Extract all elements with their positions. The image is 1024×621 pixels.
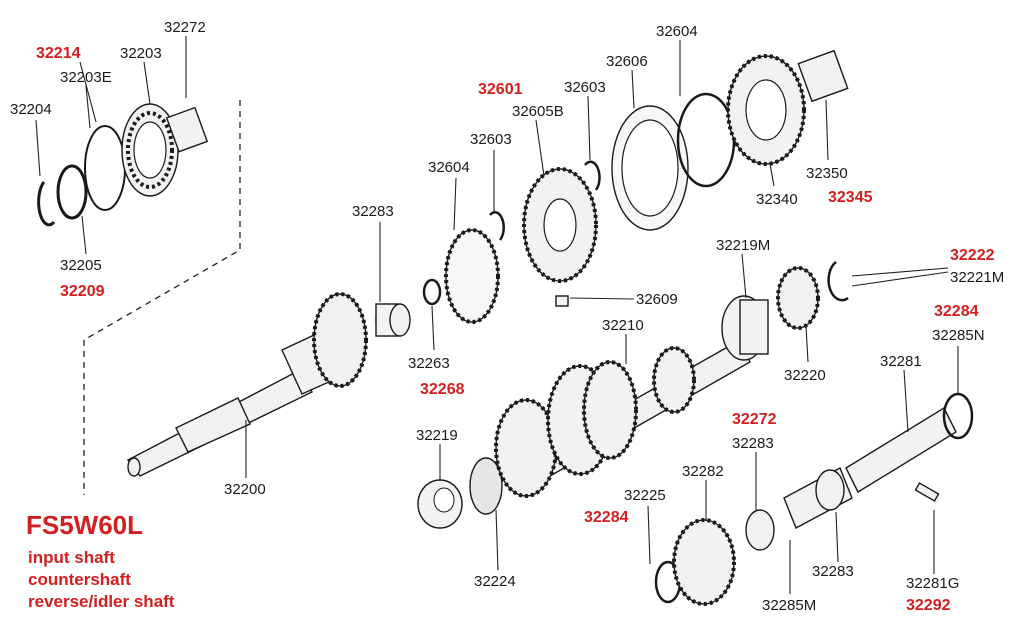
label-32281G: 32281G	[906, 575, 959, 592]
bearing-bore	[133, 121, 167, 179]
label-32272-a: 32272	[164, 19, 206, 36]
label-32219M: 32219M	[716, 237, 770, 254]
synchro-ring-32604b	[676, 92, 736, 188]
input-gear-teeth	[312, 292, 368, 388]
label-32283-b: 32283	[732, 435, 774, 452]
countershaft-gear-3-teeth	[582, 360, 638, 460]
label-32221M: 32221M	[950, 269, 1004, 286]
gear-32220-teeth	[776, 266, 820, 330]
label-32205: 32205	[60, 257, 102, 274]
label-32292: 32292	[906, 597, 951, 614]
label-32345: 32345	[828, 189, 873, 206]
needle-bearing-32283c	[815, 469, 845, 511]
label-32284-b: 32284	[584, 509, 629, 526]
countershaft-gear-4	[653, 347, 695, 413]
label-32601: 32601	[478, 81, 523, 98]
label-32210: 32210	[602, 317, 644, 334]
label-32283-c: 32283	[812, 563, 854, 580]
label-32604-a: 32604	[428, 159, 470, 176]
idler-shaft-32281	[845, 407, 957, 493]
label-32263: 32263	[408, 355, 450, 372]
synchro-group	[422, 49, 849, 324]
subtitle-countershaft: countershaft	[28, 570, 131, 589]
reverse-idler-group	[654, 392, 974, 606]
label-32220: 32220	[784, 367, 826, 384]
synchro-hub-teeth	[522, 167, 598, 283]
countershaft-gear-3	[583, 361, 637, 459]
title-block: FS5W60L input shaft countershaft reverse…	[26, 510, 175, 611]
bearing-balls	[126, 111, 174, 189]
spring-32603a	[489, 211, 505, 241]
key-32609	[555, 295, 569, 307]
synchro-ring-32604a	[445, 229, 499, 323]
gear-32340-bore	[745, 79, 787, 141]
subtitle-input-shaft: input shaft	[28, 548, 115, 567]
bearing-32219-bore	[433, 487, 455, 513]
gear-32340-teeth	[726, 54, 806, 166]
label-32203: 32203	[120, 45, 162, 62]
bearing-32350	[797, 49, 849, 103]
model-title: FS5W60L	[26, 510, 143, 540]
input-shaft-group	[83, 100, 411, 495]
label-32281: 32281	[880, 353, 922, 370]
leader-lines	[35, 36, 959, 594]
label-32209: 32209	[60, 283, 105, 300]
bearing-32272	[165, 106, 209, 153]
needle-bearing-end	[389, 303, 411, 337]
washer-32224	[469, 457, 503, 515]
label-32272-b: 32272	[732, 411, 777, 428]
snap-ring-32204	[37, 181, 56, 227]
synchro-ring-teeth	[444, 228, 500, 324]
ring-32203E	[84, 125, 126, 211]
label-32268: 32268	[420, 381, 465, 398]
label-32203E: 32203E	[60, 69, 112, 86]
label-32204: 32204	[10, 101, 52, 118]
label-32605B: 32605B	[512, 103, 564, 120]
label-32603-b: 32603	[564, 79, 606, 96]
input-shaft-tip	[127, 457, 141, 477]
label-32285M: 32285M	[762, 597, 816, 614]
label-32219: 32219	[416, 427, 458, 444]
sleeve-inner	[621, 119, 679, 217]
label-32284-a: 32284	[934, 303, 979, 320]
front-bearing-group	[37, 103, 209, 227]
label-32283-a: 32283	[352, 203, 394, 220]
label-32606: 32606	[606, 53, 648, 70]
input-gear	[313, 293, 367, 387]
ring-32205	[56, 164, 88, 220]
input-shaft-splines	[175, 397, 251, 453]
snap-ring-32263	[422, 278, 442, 306]
label-32285N: 32285N	[932, 327, 985, 344]
label-32282: 32282	[682, 463, 724, 480]
label-32214: 32214	[36, 45, 81, 62]
label-32224: 32224	[474, 573, 516, 590]
dashed-group-outline	[83, 100, 241, 495]
synchro-hub-bore	[543, 198, 577, 252]
spring-32603b	[583, 160, 601, 191]
label-32225: 32225	[624, 487, 666, 504]
snap-ring-32221M	[827, 261, 849, 302]
label-32222: 32222	[950, 247, 995, 264]
reverse-gear-teeth	[672, 518, 736, 606]
label-32603-a: 32603	[470, 131, 512, 148]
part-labels: 32272 32214 32203 32203E 32204 32205 322…	[10, 19, 1004, 614]
countershaft-gear-4-teeth	[652, 346, 696, 414]
label-32340: 32340	[756, 191, 798, 208]
needle-bearing-32283b	[745, 509, 775, 551]
label-32609: 32609	[636, 291, 678, 308]
pin-32281G	[914, 482, 940, 502]
bearing-32219M-body	[739, 299, 769, 355]
label-32350: 32350	[806, 165, 848, 182]
label-32200: 32200	[224, 481, 266, 498]
countershaft-group	[417, 261, 849, 529]
label-32604-b: 32604	[656, 23, 698, 40]
subtitle-reverse-idler-shaft: reverse/idler shaft	[28, 592, 175, 611]
